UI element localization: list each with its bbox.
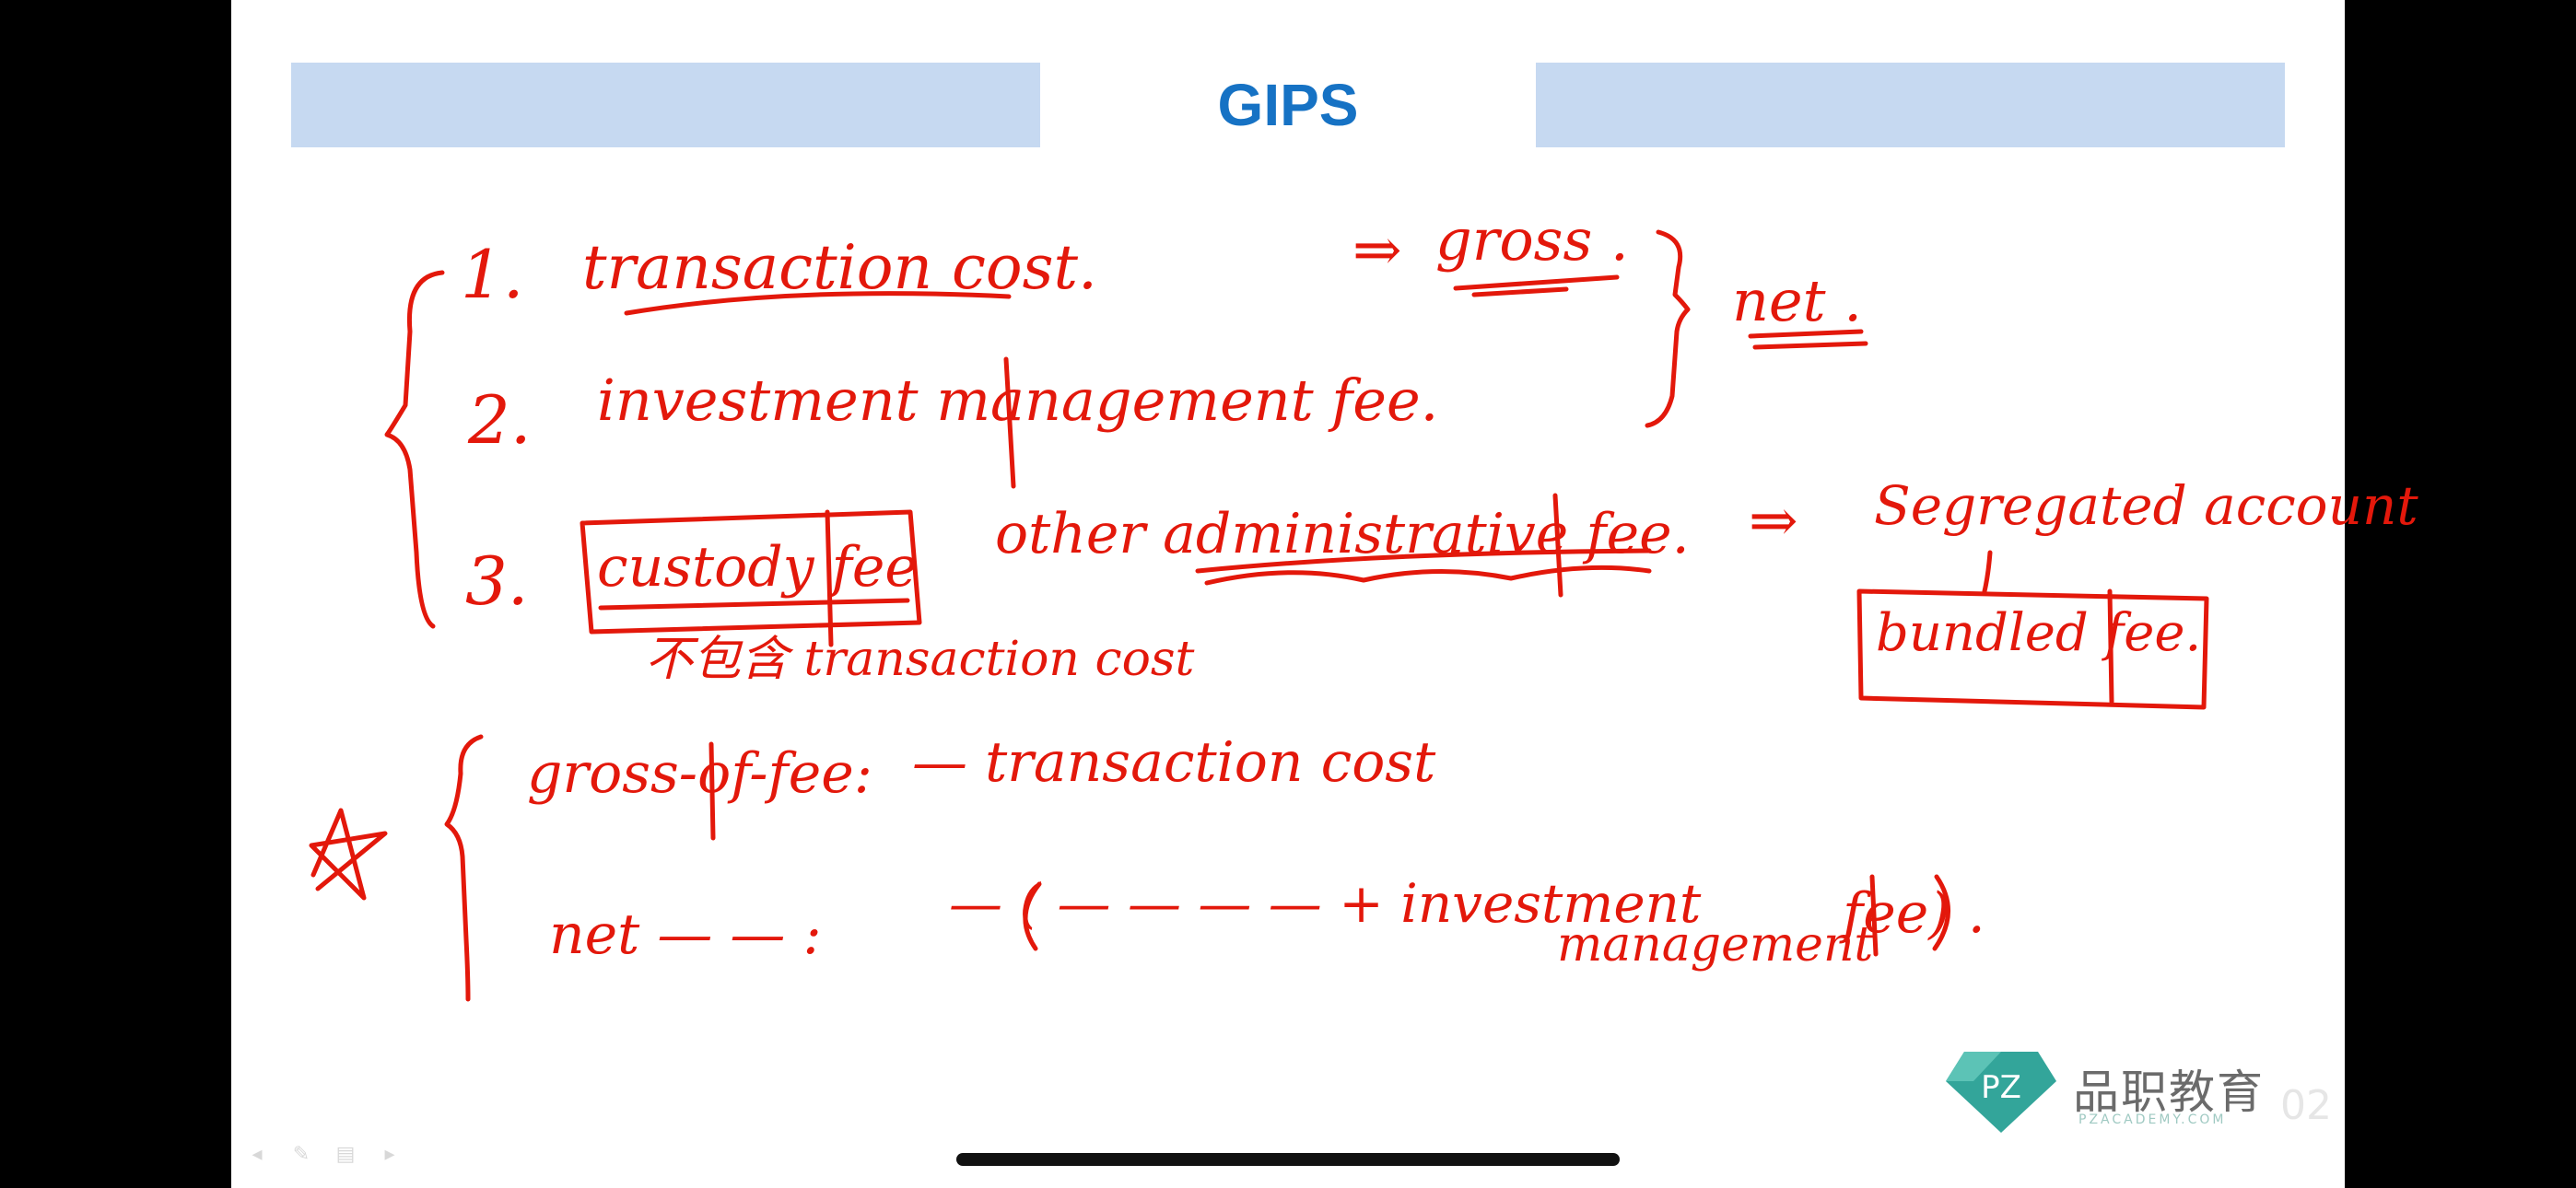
net-formula-management: management	[1557, 917, 1874, 973]
star-icon	[309, 808, 388, 901]
svg-text:PZ: PZ	[1981, 1069, 2021, 1106]
net-formula-label: net — — :	[549, 903, 822, 967]
paren-close	[1932, 874, 1950, 951]
pen-icon[interactable]: ✎	[292, 1142, 310, 1166]
slide-controls: ◂ ✎ ▤ ▸	[243, 1142, 404, 1166]
custody-fee-label: custody fee	[597, 535, 918, 600]
title-band-left	[291, 63, 1040, 147]
segregated-account-label: Segregated account	[1874, 474, 2418, 537]
item1-number: 1.	[461, 236, 524, 313]
paren-open	[1023, 881, 1042, 951]
underline-transaction	[624, 291, 1012, 316]
underline-net-1	[1748, 329, 1864, 339]
underline-admin-wave	[1204, 565, 1652, 586]
item2-number: 2.	[468, 381, 532, 459]
bundled-box	[1856, 588, 2209, 710]
item3-number: 3.	[465, 542, 529, 620]
bundled-divider	[2107, 588, 2114, 705]
not-included-note: 不包含 transaction cost	[645, 632, 1195, 687]
brand-url: PZACADEMY.COM	[2078, 1112, 2227, 1127]
brand-name: 品职教育	[2073, 1066, 2265, 1119]
underline-gross-2	[1471, 286, 1569, 297]
custody-box-inner	[598, 598, 910, 611]
underline-gross-1	[1453, 274, 1620, 291]
watermark-text: 02	[2280, 1082, 2332, 1129]
underline-net-2	[1752, 341, 1868, 350]
slide-title: GIPS	[1217, 72, 1359, 138]
stroke-fee-2	[1003, 356, 1016, 489]
gross-label: gross .	[1435, 206, 1629, 274]
brace-formulas	[444, 734, 484, 1002]
gross-of-fee-rest: — transaction cost	[912, 730, 1436, 795]
other-admin-fee-label: other administrative fee.	[995, 502, 1690, 566]
segregated-connector	[1982, 550, 1993, 594]
menu-icon[interactable]: ▤	[335, 1142, 356, 1166]
title-band-right	[1536, 63, 2285, 147]
item2-text: investment management fee.	[597, 367, 1439, 434]
arrow-left-icon[interactable]: ◂	[252, 1142, 263, 1166]
item1-text: transaction cost.	[582, 232, 1098, 303]
net-formula-fee: fee) .	[1843, 881, 1985, 946]
stroke-net-fee	[1869, 874, 1879, 957]
pz-logo-icon: PZ	[1946, 1052, 2056, 1133]
arrow-right-icon[interactable]: ▸	[384, 1142, 395, 1166]
underline-admin	[1195, 548, 1652, 574]
stroke-fee-3	[1552, 493, 1563, 598]
net-formula-body: — ( — — — — + investment	[949, 872, 1702, 935]
stroke-gof	[708, 741, 716, 841]
brace-net	[1645, 229, 1691, 428]
net-label: net .	[1732, 267, 1862, 334]
home-indicator[interactable]	[956, 1153, 1620, 1166]
stroke-custody	[825, 509, 834, 647]
bundled-fee-label: bundled fee.	[1876, 603, 2202, 663]
custody-box	[580, 509, 922, 635]
arrow-gross: ⇒	[1352, 216, 1402, 285]
gross-of-fee-label: gross-of-fee:	[527, 741, 872, 806]
arrow-segregated: ⇒	[1749, 487, 1798, 555]
brace-items	[384, 270, 445, 629]
